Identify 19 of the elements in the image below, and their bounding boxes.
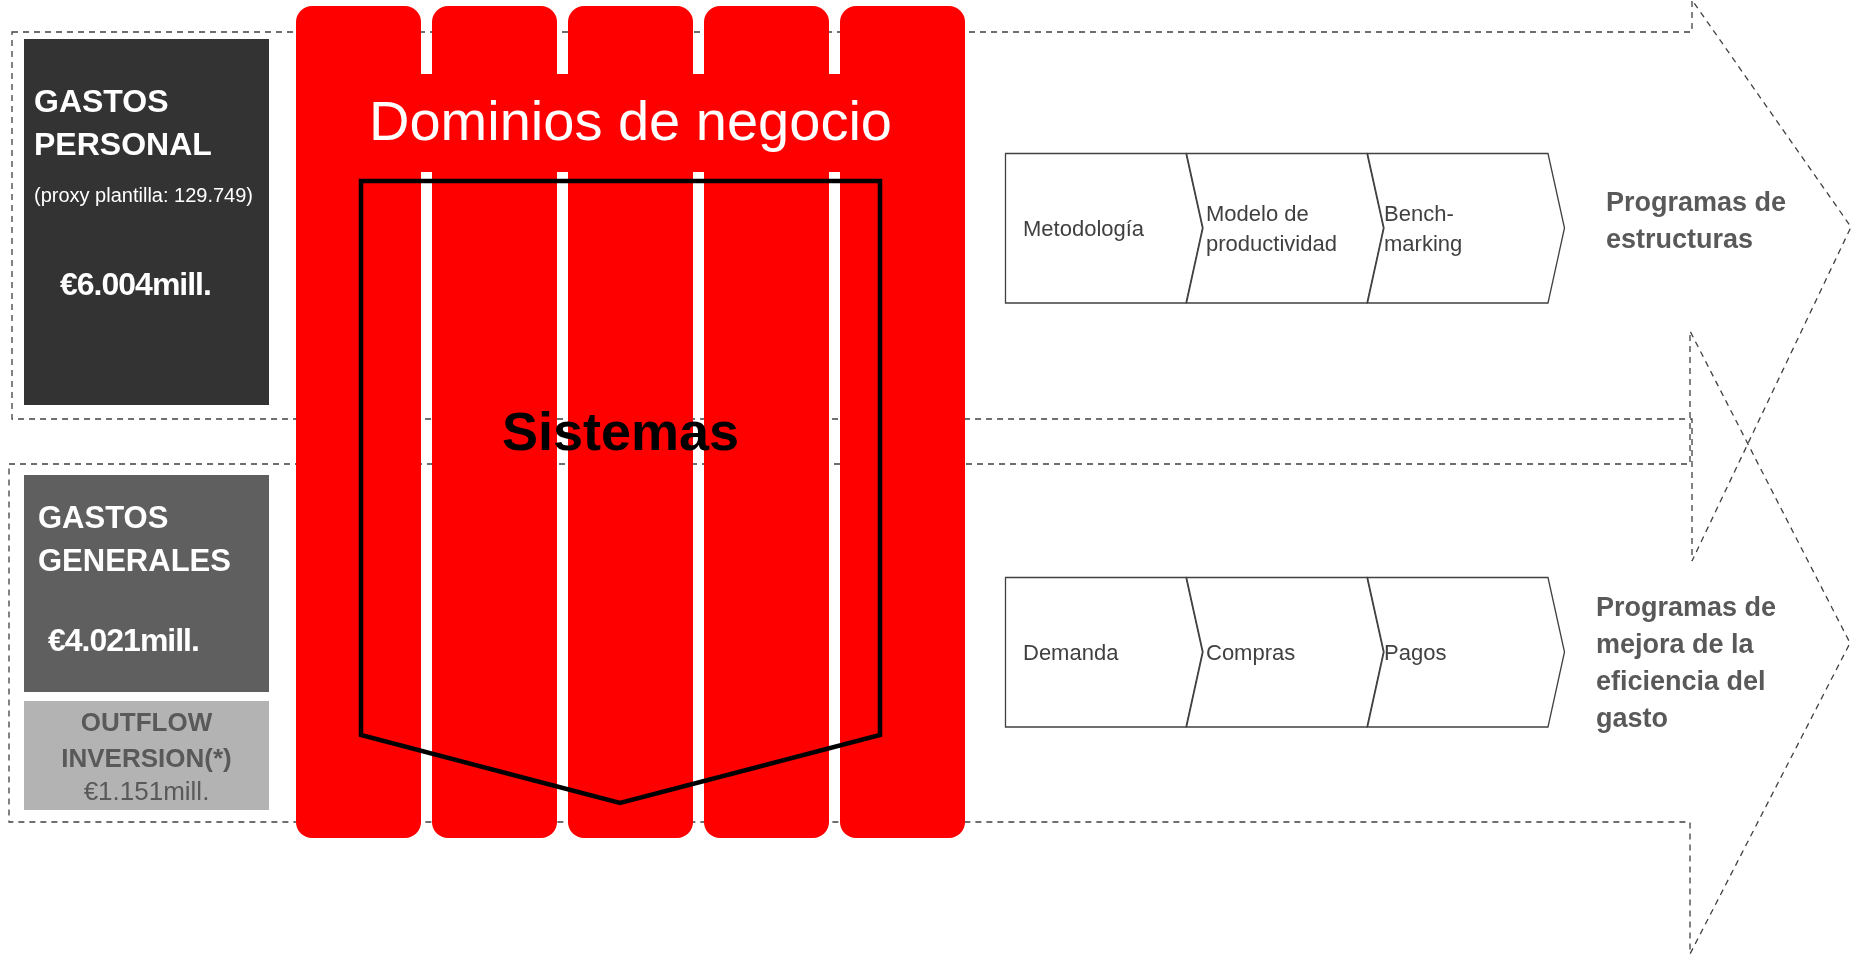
- block-heading: GASTOS GENERALES: [38, 499, 232, 580]
- step-label: Pagos: [1384, 638, 1447, 667]
- cost-block: [24, 701, 269, 810]
- block-amount: €4.021mill.: [48, 621, 200, 660]
- block-amount: €1.151mill.: [82, 775, 211, 807]
- step-label: Demanda: [1023, 638, 1119, 667]
- block-amount: €6.004mill.: [60, 265, 212, 304]
- cost-block: [24, 475, 269, 692]
- block-heading: GASTOS PERSONAL: [34, 82, 213, 164]
- domain-title: Dominios de negocio: [368, 88, 893, 154]
- step-label: Modelo de productividad: [1206, 199, 1338, 258]
- step-label: Compras: [1206, 638, 1296, 667]
- cost-block: [24, 39, 269, 405]
- program-label: Programas de mejora de la eficiencia del gasto: [1596, 591, 1778, 735]
- program-label: Programas de estructuras: [1606, 186, 1788, 256]
- step-label: Metodología: [1023, 214, 1145, 243]
- step-label: Bench-marking: [1384, 199, 1464, 258]
- block-note: (proxy plantilla: 129.749): [34, 183, 254, 208]
- block-heading: OUTFLOW INVERSION(*): [60, 706, 233, 775]
